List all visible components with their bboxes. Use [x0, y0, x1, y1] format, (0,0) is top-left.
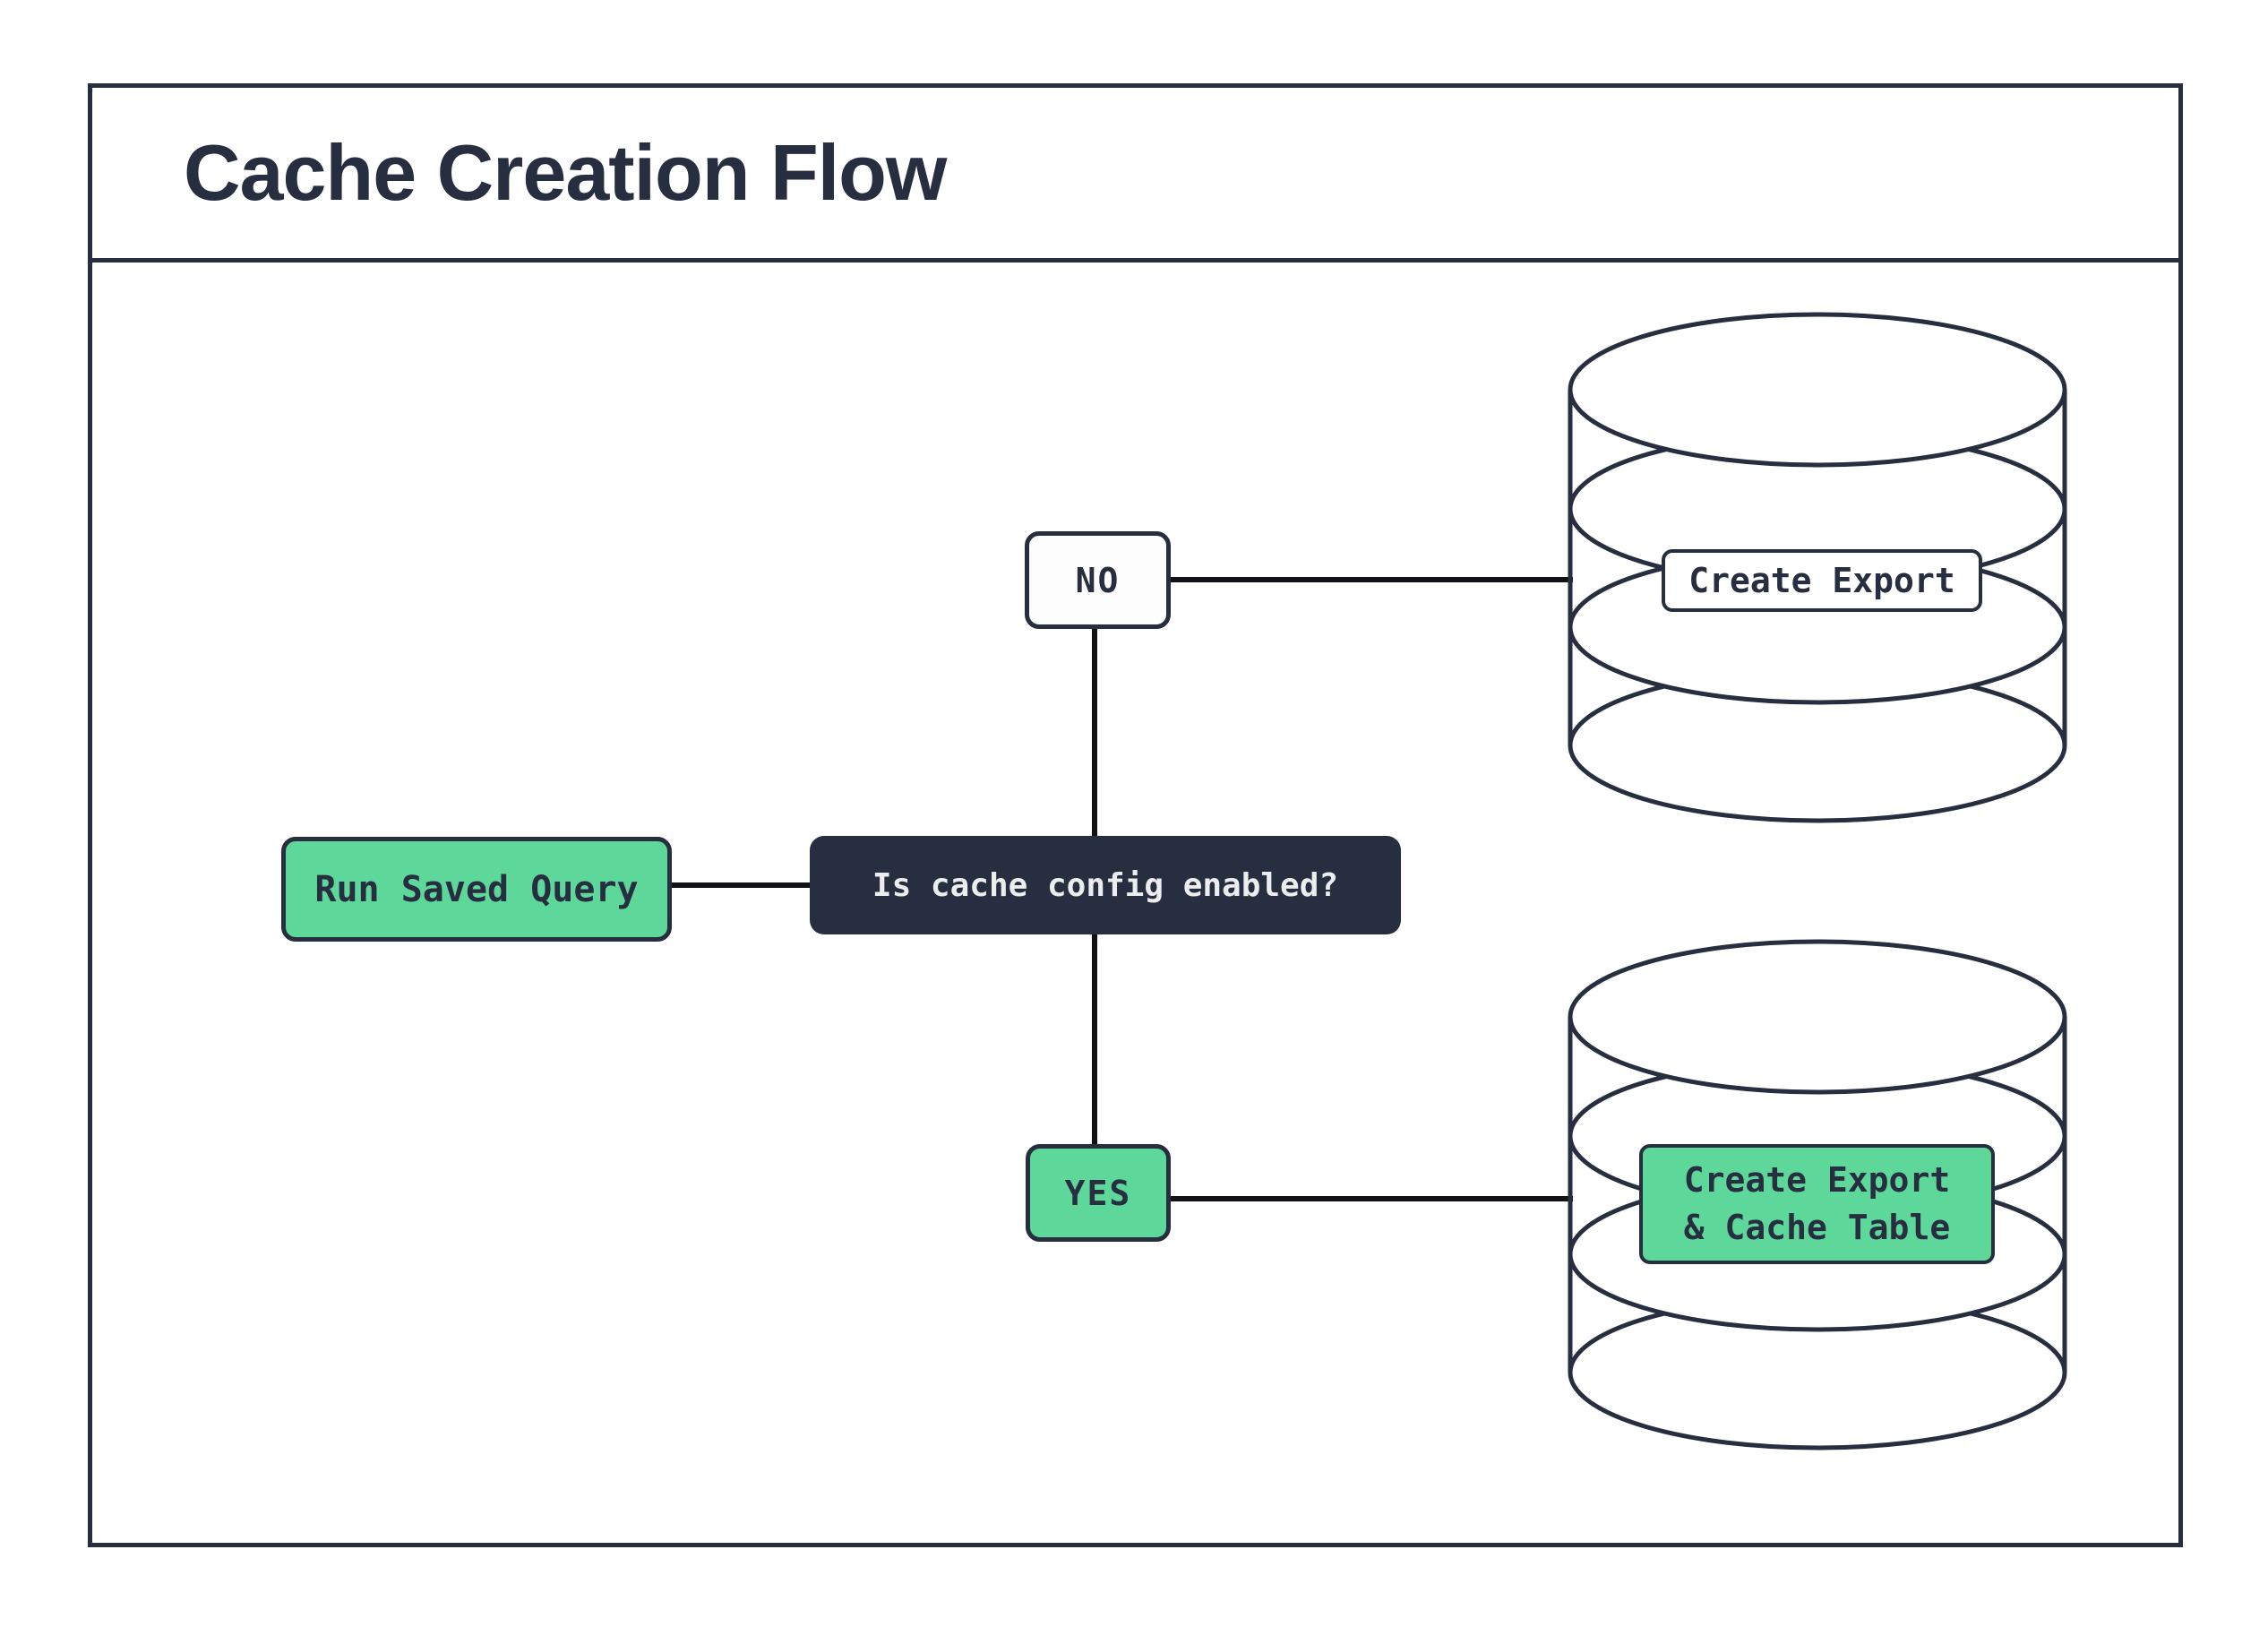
node-run-saved-query-label: Run Saved Query: [314, 868, 639, 910]
label-create-export-cache-table: Create Export & Cache Table: [1639, 1144, 1995, 1264]
diagram-header: Cache Creation Flow: [88, 83, 2183, 263]
node-no: NO: [1025, 531, 1171, 629]
node-no-label: NO: [1075, 560, 1121, 600]
connectors: [672, 577, 1573, 1201]
page-title: Cache Creation Flow: [184, 128, 947, 217]
label-create-export: Create Export: [1662, 549, 1982, 612]
label-create-export-text: Create Export: [1688, 561, 1955, 600]
label-create-export-cache-line1: Create Export: [1683, 1159, 1951, 1200]
node-decision-label: Is cache config enabled?: [872, 866, 1339, 904]
node-decision-cache-config: Is cache config enabled?: [810, 836, 1401, 934]
node-yes: YES: [1026, 1144, 1171, 1242]
node-yes-label: YES: [1064, 1173, 1132, 1213]
label-create-export-cache-line2: & Cache Table: [1683, 1208, 1951, 1247]
node-run-saved-query: Run Saved Query: [281, 837, 672, 942]
